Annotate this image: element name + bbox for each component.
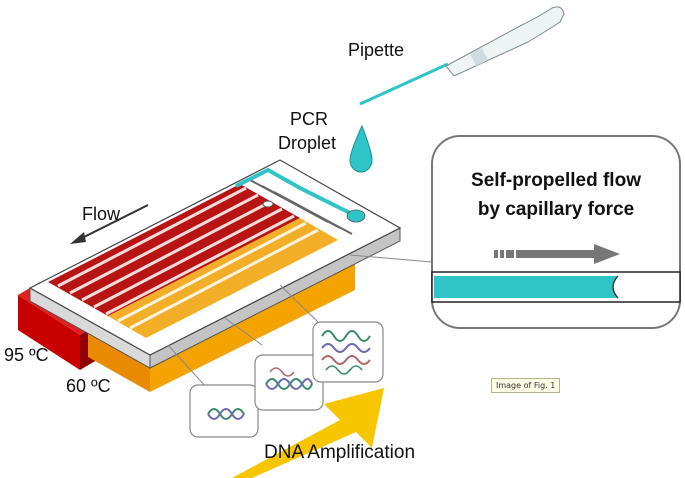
pcr-droplet-label-line2: Droplet xyxy=(278,133,336,153)
inlet-port xyxy=(346,209,366,223)
pointer-lines xyxy=(167,254,433,388)
capillary-callout xyxy=(431,135,681,329)
temp-60-label: 60 ºC xyxy=(66,376,111,396)
callout-title-line2: by capillary force xyxy=(478,199,634,220)
outlet-port xyxy=(262,200,274,208)
flow-arrow xyxy=(70,204,149,244)
amplification-arrow xyxy=(232,388,384,478)
callout-title-line1: Self-propelled flow xyxy=(471,170,641,191)
capillary-flow-arrow xyxy=(494,244,620,264)
pipette-icon xyxy=(359,6,565,106)
heater-60-block xyxy=(88,262,355,392)
hot-zone-area xyxy=(48,184,300,316)
inlet-channel-fluid xyxy=(235,167,353,216)
serpentine-channel xyxy=(57,179,353,330)
dna-amplification-label: DNA Amplification xyxy=(264,442,415,463)
pcr-droplet-icon xyxy=(349,124,373,173)
temp-95-label: 95 ºC xyxy=(4,345,49,365)
image-tooltip: Image of Fig. 1 xyxy=(491,378,561,393)
dna-inset-3 xyxy=(312,321,384,383)
pipette-label: Pipette xyxy=(348,40,404,60)
flow-label: Flow xyxy=(82,204,121,224)
pcr-droplet-label-line1: PCR xyxy=(290,109,328,129)
dna-inset-1 xyxy=(189,384,259,438)
